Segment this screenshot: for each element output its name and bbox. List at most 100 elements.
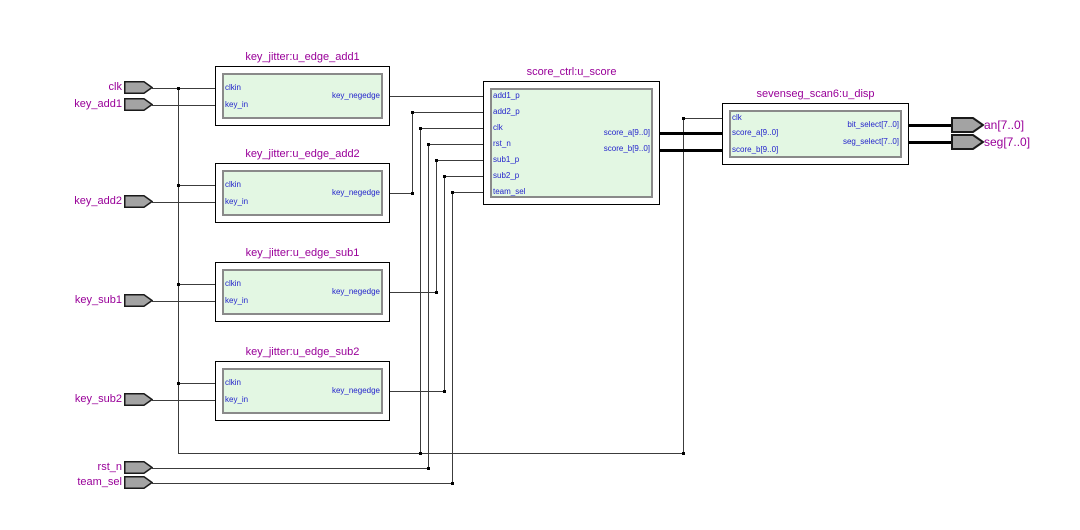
- net-clk-branch-sub1[interactable]: [178, 284, 215, 285]
- input-pin-team-sel[interactable]: [124, 476, 154, 494]
- junction-dot: [177, 87, 180, 90]
- port-sub1-p: sub1_p: [493, 155, 520, 164]
- port-key-negedge: key_negedge: [331, 386, 380, 395]
- module-key-jitter-u-edge-sub2[interactable]: key_jitter:u_edge_sub2 clkin key_in key_…: [215, 346, 390, 421]
- net-clk-branch-add2[interactable]: [178, 185, 215, 186]
- module-title: key_jitter:u_edge_add2: [245, 148, 360, 160]
- port-key-in: key_in: [225, 197, 249, 206]
- net-key-sub2-segment[interactable]: [152, 400, 215, 401]
- pin-label-key-sub1: key_sub1: [74, 294, 122, 306]
- port-score-b: score_b[9..0]: [732, 145, 779, 154]
- net-sub1-p-segment[interactable]: [388, 292, 436, 293]
- bend-dot: [682, 117, 685, 120]
- junction-dot: [177, 283, 180, 286]
- output-pin-an[interactable]: [951, 117, 985, 138]
- port-clkin: clkin: [225, 279, 242, 288]
- module-title: key_jitter:u_edge_sub1: [245, 247, 360, 259]
- port-key-in: key_in: [225, 100, 249, 109]
- module-body: [490, 88, 653, 198]
- bend-dot: [419, 127, 422, 130]
- port-rst-n: rst_n: [493, 139, 511, 148]
- net-team-sel-into-score[interactable]: [452, 192, 483, 193]
- net-rst-n-riser[interactable]: [428, 144, 429, 468]
- net-clk-branch-sub2[interactable]: [178, 383, 215, 384]
- net-key-add2-segment[interactable]: [152, 202, 215, 203]
- port-key-in: key_in: [225, 395, 249, 404]
- module-key-jitter-u-edge-add1[interactable]: key_jitter:u_edge_add1 clkin key_in key_…: [215, 51, 390, 126]
- port-add1-p: add1_p: [493, 91, 520, 100]
- port-key-negedge: key_negedge: [331, 188, 380, 197]
- port-clk: clk: [732, 113, 742, 122]
- bus-score-b[interactable]: [658, 149, 722, 152]
- output-pin-arrow-icon: [951, 117, 985, 133]
- bend-dot: [451, 482, 454, 485]
- net-key-add1-segment[interactable]: [152, 105, 215, 106]
- port-score-a: score_a[9..0]: [603, 128, 650, 137]
- port-key-negedge: key_negedge: [331, 91, 380, 100]
- net-sub2-p-segment[interactable]: [388, 391, 444, 392]
- bend-dot: [443, 390, 446, 393]
- module-title: key_jitter:u_edge_sub2: [245, 346, 360, 358]
- net-clk-segment[interactable]: [152, 88, 215, 89]
- input-pin-arrow-icon: [124, 98, 154, 111]
- net-key-sub1-segment[interactable]: [152, 301, 215, 302]
- junction-dot: [177, 382, 180, 385]
- bend-dot: [451, 191, 454, 194]
- input-pin-key-add2[interactable]: [124, 195, 154, 213]
- net-add2-p-into-score[interactable]: [412, 112, 483, 113]
- net-team-sel-segment[interactable]: [152, 483, 452, 484]
- module-title: score_ctrl:u_score: [526, 66, 617, 78]
- module-key-jitter-u-edge-add2[interactable]: key_jitter:u_edge_add2 clkin key_in key_…: [215, 148, 390, 223]
- net-clk-riser-score[interactable]: [420, 128, 421, 453]
- pin-label-key-add1: key_add1: [74, 98, 122, 110]
- net-clk-into-disp[interactable]: [683, 118, 722, 119]
- net-sub1-p-riser[interactable]: [436, 160, 437, 292]
- net-add2-p-riser[interactable]: [412, 112, 413, 193]
- net-sub1-p-into-score[interactable]: [436, 160, 483, 161]
- output-pin-seg[interactable]: [951, 134, 985, 155]
- pin-label-key-add2: key_add2: [74, 195, 122, 207]
- input-pin-arrow-icon: [124, 195, 154, 208]
- net-rst-n-into-score[interactable]: [428, 144, 483, 145]
- bend-dot: [435, 159, 438, 162]
- port-clkin: clkin: [225, 378, 242, 387]
- net-team-sel-riser[interactable]: [452, 192, 453, 483]
- module-body: [222, 269, 383, 315]
- net-sub2-p-into-score[interactable]: [444, 176, 483, 177]
- module-sevenseg-scan6-u-disp[interactable]: sevenseg_scan6:u_disp clk score_a[9..0] …: [722, 88, 909, 165]
- module-key-jitter-u-edge-sub1[interactable]: key_jitter:u_edge_sub1 clkin key_in key_…: [215, 247, 390, 322]
- port-clk: clk: [493, 123, 503, 132]
- input-pin-arrow-icon: [124, 393, 154, 406]
- net-clk-bottom-segment[interactable]: [178, 453, 683, 454]
- port-bit-select: bit_select[7..0]: [847, 120, 899, 129]
- net-clk-riser-disp[interactable]: [683, 118, 684, 453]
- port-add2-p: add2_p: [493, 107, 520, 116]
- net-clk-into-score[interactable]: [420, 128, 483, 129]
- port-sub2-p: sub2_p: [493, 171, 520, 180]
- module-title: sevenseg_scan6:u_disp: [756, 88, 875, 100]
- input-pin-key-add1[interactable]: [124, 98, 154, 116]
- pin-label-rst-n: rst_n: [97, 461, 122, 473]
- bus-bit-select-an[interactable]: [907, 124, 953, 127]
- input-pin-key-sub2[interactable]: [124, 393, 154, 411]
- module-title: key_jitter:u_edge_add1: [245, 51, 360, 63]
- input-pin-clk[interactable]: [124, 81, 154, 99]
- net-add2-p-segment[interactable]: [388, 193, 412, 194]
- module-body: [222, 73, 383, 119]
- net-add1-p-segment[interactable]: [388, 96, 483, 97]
- net-rst-n-segment[interactable]: [152, 468, 428, 469]
- module-score-ctrl-u-score[interactable]: score_ctrl:u_score add1_p add2_p clk rst…: [483, 66, 660, 205]
- bus-score-a[interactable]: [658, 132, 722, 135]
- net-clk-rail[interactable]: [178, 88, 179, 453]
- input-pin-key-sub1[interactable]: [124, 294, 154, 312]
- net-sub2-p-riser[interactable]: [444, 176, 445, 391]
- port-seg-select: seg_select[7..0]: [842, 137, 899, 146]
- junction-dot: [177, 184, 180, 187]
- port-key-in: key_in: [225, 296, 249, 305]
- input-pin-rst-n[interactable]: [124, 461, 154, 479]
- port-clkin: clkin: [225, 180, 242, 189]
- input-pin-arrow-icon: [124, 294, 154, 307]
- bus-seg-select-seg[interactable]: [907, 141, 953, 144]
- port-team-sel: team_sel: [493, 187, 526, 196]
